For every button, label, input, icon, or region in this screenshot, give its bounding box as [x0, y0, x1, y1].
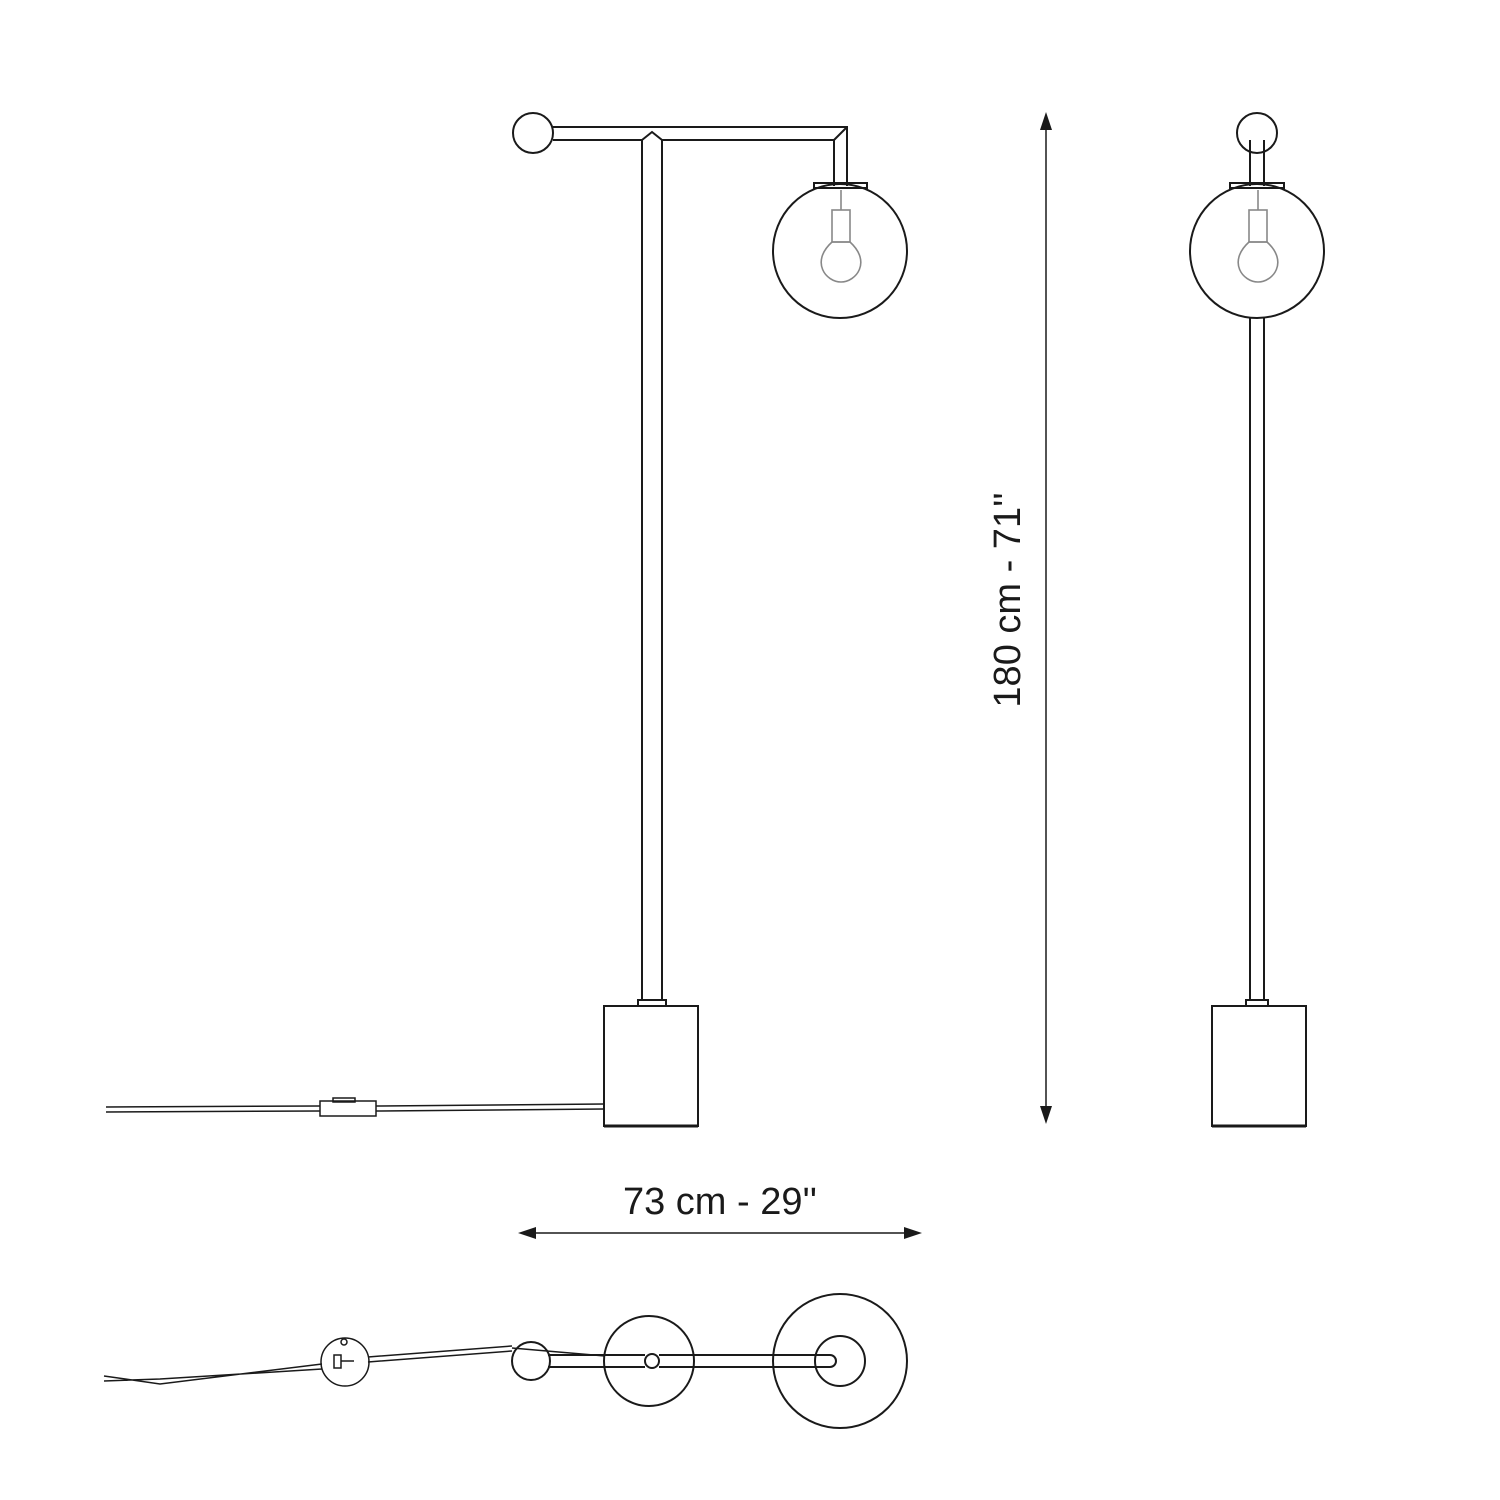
side-power-cord: [105, 1097, 605, 1117]
inline-switch: [319, 1100, 377, 1117]
top-power-cord: [103, 1345, 513, 1385]
side-globe-cap: [813, 182, 868, 189]
side-pole: [641, 130, 663, 1000]
width-dimension: 73 cm - 29'': [518, 1181, 922, 1239]
top-globe-opening: [814, 1335, 866, 1387]
front-bulb: [1237, 190, 1279, 283]
side-top-arm: [553, 126, 848, 186]
side-view: [105, 112, 908, 1128]
front-base-block: [1211, 1005, 1307, 1127]
height-dimension: 180 cm - 71'': [987, 112, 1052, 1124]
height-arrow-bottom: [1040, 1106, 1052, 1124]
side-bulb: [820, 190, 862, 283]
front-view: [1189, 112, 1325, 1128]
width-arrow-left: [518, 1227, 536, 1239]
height-arrow-top: [1040, 112, 1052, 130]
side-base-block: [603, 1005, 699, 1127]
top-base-disk: [603, 1315, 695, 1407]
top-counterweight-ball: [511, 1341, 551, 1381]
width-arrow-right: [904, 1227, 922, 1239]
top-view: [103, 1293, 908, 1429]
width-dimension-label: 73 cm - 29'': [623, 1181, 817, 1223]
front-top-ring: [1236, 112, 1278, 154]
top-pole-section: [644, 1353, 660, 1369]
side-arm-miter: [833, 126, 848, 141]
front-hook: [1249, 140, 1265, 186]
top-inline-switch: [320, 1337, 370, 1387]
top-arm-end: [829, 1354, 837, 1368]
front-globe: [1189, 183, 1325, 319]
top-arm: [548, 1354, 830, 1368]
top-cord-to-base: [511, 1347, 606, 1357]
top-globe-disk: [772, 1293, 908, 1429]
height-dimension-label: 180 cm - 71'': [987, 492, 1029, 707]
side-globe: [772, 183, 908, 319]
front-pole: [1249, 318, 1265, 1000]
side-counterweight-ball: [512, 112, 554, 154]
